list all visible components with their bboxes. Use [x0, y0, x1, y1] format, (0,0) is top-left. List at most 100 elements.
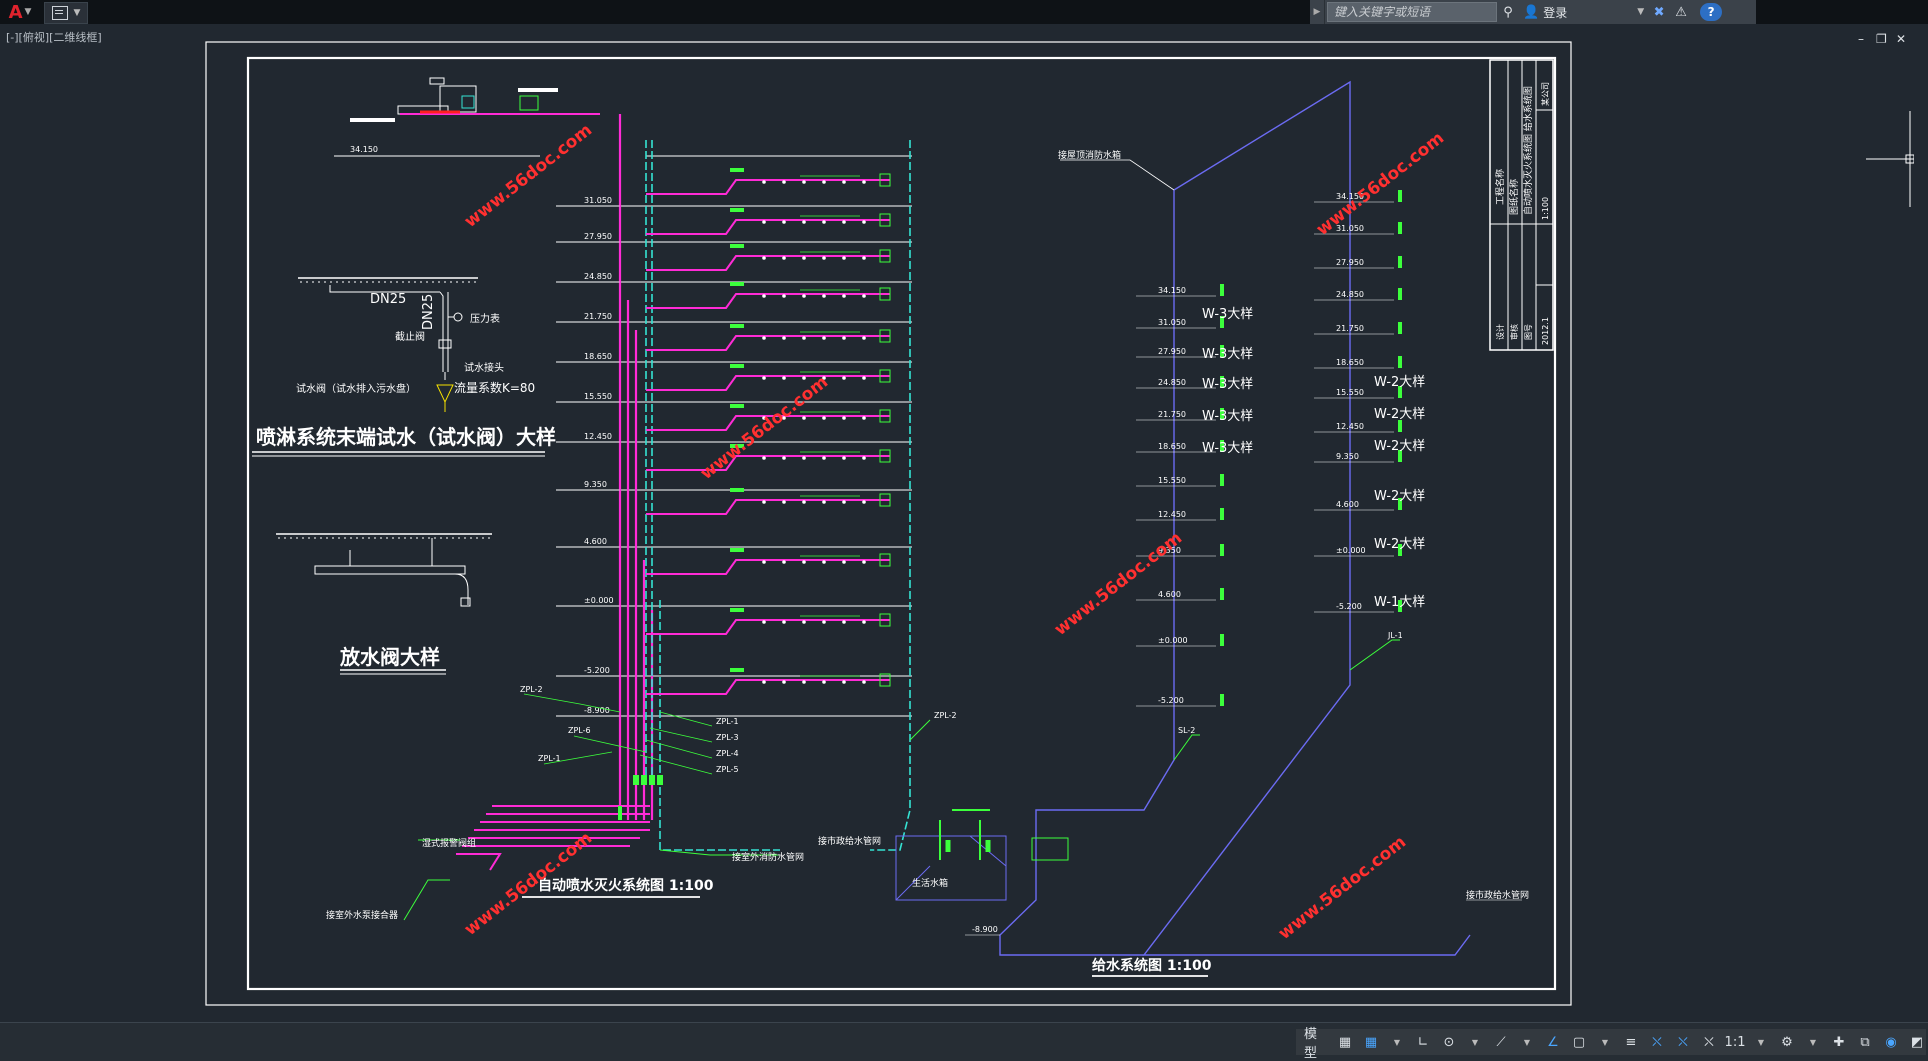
- midElevs-label: ±0.000: [1158, 636, 1188, 645]
- search-input[interactable]: [1327, 2, 1497, 22]
- watermark: www.56doc.com: [1051, 528, 1186, 640]
- tb-col-5: 2012.1: [1541, 317, 1550, 345]
- sprinkler-head: [862, 336, 866, 340]
- rightElevs-label: 34.150: [1336, 192, 1364, 201]
- sprinkler-head: [762, 680, 766, 684]
- workspace-gear-icon[interactable]: ⚙: [1781, 1034, 1793, 1050]
- rightElevs-label: 15.550: [1336, 388, 1364, 397]
- zpl-label: ZPL-2: [934, 711, 957, 720]
- riser-tag: [1220, 345, 1224, 357]
- polar-tracking-icon[interactable]: ⊙: [1443, 1034, 1455, 1050]
- sprinkler-head: [802, 416, 806, 420]
- sprinkler-head: [782, 294, 786, 298]
- autodesk-a360-icon[interactable]: ⚠: [1675, 4, 1687, 20]
- sprinkler-head: [862, 416, 866, 420]
- login-button[interactable]: 👤 登录 ▼: [1519, 0, 1648, 24]
- sprinkler-head: [842, 220, 846, 224]
- w3-label: W-3大样: [1202, 409, 1253, 424]
- chevron-down-icon: ▼: [1637, 7, 1645, 17]
- tb-row-2: 自动喷水灭火系统图 给水系统图: [1522, 86, 1534, 215]
- left-elevation-label: 18.650: [584, 352, 612, 361]
- chevron-down-icon[interactable]: ▼: [1393, 1037, 1401, 1047]
- application-menu-button[interactable]: A ▼: [0, 0, 40, 24]
- snap-grid-icon[interactable]: ▦: [1364, 1034, 1378, 1050]
- left-elevation-label: 15.550: [584, 392, 612, 401]
- quick-properties-icon[interactable]: ◉: [1885, 1034, 1897, 1050]
- auto-scale-icon[interactable]: ⛌: [1678, 1034, 1688, 1050]
- viewport-controls-label[interactable]: [-][俯视][二维线框]: [6, 31, 102, 44]
- sprinkler-head: [762, 294, 766, 298]
- drawing-canvas[interactable]: 工程名称 图纸名称 自动喷水灭火系统图 给水系统图 设计 审核 图号 某公司 1…: [0, 24, 1928, 1022]
- sprinkler-risers: [403, 114, 912, 921]
- rightElevs-label: 12.450: [1336, 422, 1364, 431]
- floor-tag: [730, 404, 744, 408]
- quick-access-toolbar-button[interactable]: ▼: [44, 2, 88, 24]
- water-supply-system: 接屋顶消防水箱 生活水箱 接市政给水管网 -8.900 SL-2 JL-1 给水…: [895, 80, 1529, 977]
- annotation-monitor-icon[interactable]: ✚: [1833, 1034, 1845, 1050]
- expand-arrow-icon[interactable]: ▶: [1310, 0, 1325, 24]
- close-icon[interactable]: ✕: [1896, 32, 1907, 46]
- chevron-down-icon[interactable]: ▼: [1523, 1037, 1531, 1047]
- sprinkler-head: [782, 680, 786, 684]
- midElevs-label: 4.600: [1158, 590, 1181, 599]
- branch-pipe: [646, 455, 890, 471]
- riser-tag: [1398, 450, 1402, 462]
- binoculars-icon[interactable]: ⚲: [1503, 4, 1513, 20]
- minimize-icon[interactable]: –: [1858, 32, 1864, 46]
- branch-pipe: [646, 179, 890, 195]
- city-supply-label: 接市政给水管网: [1466, 889, 1529, 901]
- sprinkler-head: [822, 180, 826, 184]
- isodraft-icon[interactable]: ⟋: [1496, 1034, 1506, 1050]
- drain-valve-detail: [276, 533, 492, 675]
- branch-pipe: [646, 679, 890, 695]
- dn25-label-horizontal: DN25: [370, 292, 406, 307]
- chevron-down-icon: ▼: [24, 7, 32, 17]
- chevron-down-icon[interactable]: ▼: [1471, 1037, 1479, 1047]
- annotation-visibility-icon[interactable]: ⛌: [1652, 1034, 1662, 1050]
- rightElevs-label: -5.200: [1336, 602, 1362, 611]
- midElevs-label: 24.850: [1158, 378, 1186, 387]
- sprinkler-system-title: 自动喷水灭火系统图 1:100: [538, 877, 714, 894]
- sprinkler-head: [862, 620, 866, 624]
- end-valve: [879, 493, 891, 507]
- model-space-button[interactable]: 模型: [1304, 1027, 1318, 1061]
- annotation-scale-icon[interactable]: ⛌: [1704, 1034, 1714, 1050]
- chevron-down-icon[interactable]: ▼: [1757, 1037, 1765, 1047]
- units-icon[interactable]: ⧉: [1860, 1034, 1870, 1050]
- roof-elev-label: 34.150: [350, 145, 378, 154]
- sprinkler-head: [802, 256, 806, 260]
- floor-tag: [730, 244, 744, 248]
- sprinkler-head: [862, 256, 866, 260]
- annotation-scale-value[interactable]: 1:1: [1724, 1034, 1746, 1050]
- chevron-down-icon[interactable]: ▼: [1601, 1037, 1609, 1047]
- object-snap-icon[interactable]: ▢: [1572, 1034, 1586, 1050]
- grid-icon[interactable]: ▦: [1338, 1034, 1352, 1050]
- sprinkler-head: [842, 336, 846, 340]
- sprinkler-head: [782, 416, 786, 420]
- sprinkler-head: [822, 680, 826, 684]
- sprinkler-head: [862, 680, 866, 684]
- sprinkler-head: [782, 560, 786, 564]
- exchange-apps-icon[interactable]: ✖: [1653, 4, 1665, 20]
- restore-icon[interactable]: ❐: [1876, 32, 1887, 46]
- rightElevs-label: 27.950: [1336, 258, 1364, 267]
- branch-pipe: [646, 415, 890, 431]
- midElevs-label: 27.950: [1158, 347, 1186, 356]
- ortho-icon[interactable]: ∟: [1417, 1034, 1429, 1050]
- riser-tag: [1398, 356, 1402, 368]
- autocad-logo-icon: A: [8, 1, 23, 23]
- tb-row-4: 审核: [1509, 324, 1519, 340]
- left-elevation-label: ±0.000: [584, 596, 614, 605]
- object-snap-tracking-icon[interactable]: ∠: [1547, 1034, 1559, 1050]
- chevron-down-icon[interactable]: ▼: [1809, 1037, 1817, 1047]
- help-icon[interactable]: ?: [1700, 3, 1723, 21]
- isolate-objects-icon[interactable]: ◩: [1910, 1034, 1924, 1050]
- infocenter-bar: ▶ ⚲ 👤 登录 ▼ ✖ ⚠ ?: [1310, 0, 1756, 24]
- sprinkler-head: [842, 256, 846, 260]
- sprinkler-head: [762, 180, 766, 184]
- alarm-valve-label: 湿式报警阀组: [422, 837, 476, 849]
- sprinkler-head: [822, 500, 826, 504]
- lineweight-icon[interactable]: ≡: [1625, 1034, 1637, 1050]
- left-elevation-label: 12.450: [584, 432, 612, 441]
- midElevs-label: -5.200: [1158, 696, 1184, 705]
